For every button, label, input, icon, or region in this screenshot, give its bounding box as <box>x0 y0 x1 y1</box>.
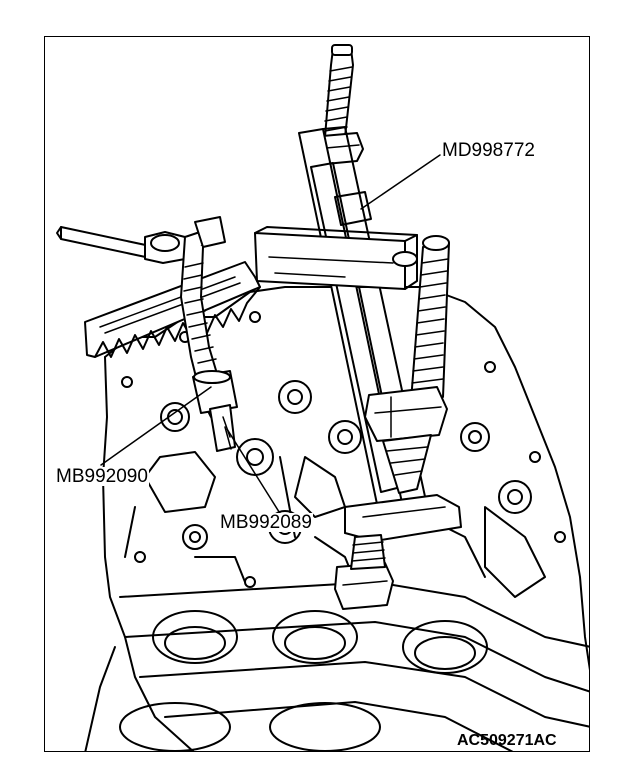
figure-code: AC509271AC <box>457 732 557 749</box>
lever-arm <box>56 216 261 358</box>
callout-mb992090: MB992090 <box>55 466 149 487</box>
cylinder-head <box>84 286 589 751</box>
illustration-frame: MD998772 MB992090 MB992089 AC509271AC <box>44 36 590 752</box>
engine-tool-illustration <box>56 44 589 751</box>
leader-lines <box>100 154 441 516</box>
mb992090-tool <box>180 236 238 452</box>
callout-md998772: MD998772 <box>441 140 536 161</box>
callout-mb992089: MB992089 <box>219 512 313 533</box>
threaded-rod <box>364 235 450 494</box>
